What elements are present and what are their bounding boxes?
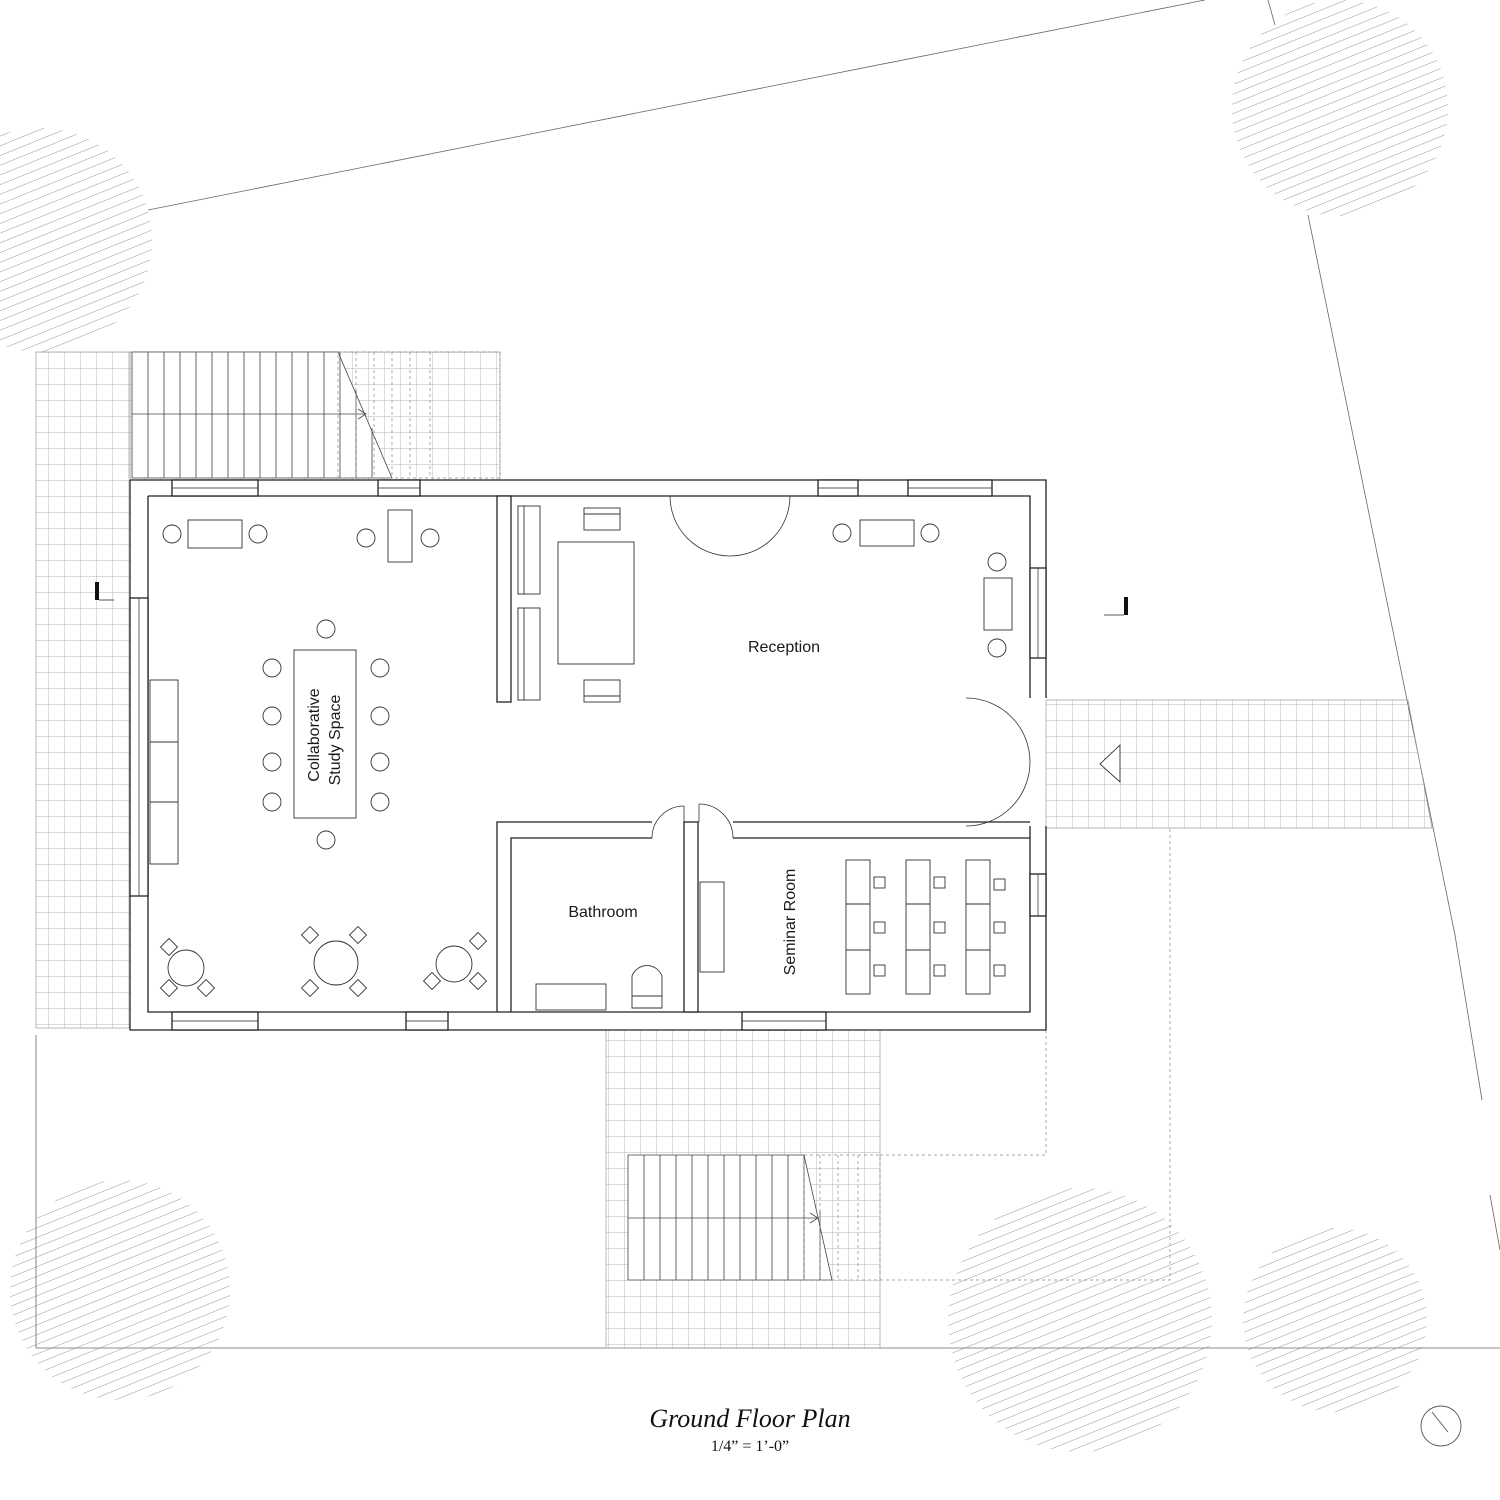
study-table (293, 649, 357, 819)
section-marker-west (95, 582, 114, 601)
building (129, 479, 1047, 1031)
entrance-door-upper (965, 697, 1031, 763)
entrance-door-lower (965, 761, 1031, 827)
south-stair (627, 1154, 833, 1281)
tree-bottom-middle (948, 1188, 1212, 1452)
tree-bottom-right (1243, 1228, 1427, 1412)
east-paving (1045, 699, 1433, 829)
north-stair (131, 351, 393, 479)
bathroom-fixtures (535, 965, 663, 1011)
trees (0, 0, 1448, 1452)
seminar-door (698, 803, 734, 839)
room-label-seminar: Seminar Room (782, 869, 799, 976)
north-arrow-icon (1420, 1405, 1462, 1447)
annotations (95, 582, 1462, 1447)
coffee-table (557, 541, 635, 665)
south-stair-upper (803, 828, 1171, 1281)
entry-arrow-icon (1099, 743, 1121, 784)
room-label-reception: Reception (748, 639, 820, 656)
west-paving (35, 351, 131, 1029)
study-furniture (149, 509, 488, 998)
reception-furniture (517, 505, 1013, 703)
room-label-collaborative-2: Study Space (327, 695, 344, 786)
paving (35, 351, 1433, 1349)
plan-scale: 1/4” = 1’-0” (710, 1438, 790, 1455)
bathroom-door (651, 805, 685, 839)
room-label-collaborative-1: Collaborative (306, 688, 323, 781)
room-label-bathroom: Bathroom (568, 904, 637, 921)
seminar-furniture (699, 859, 1006, 995)
reception-north-door (669, 495, 791, 557)
tree-top-right (1232, 0, 1448, 216)
north-stair-upper (337, 351, 501, 479)
section-marker-east (1104, 597, 1128, 616)
tree-bottom-left (10, 1180, 230, 1400)
plan-title: Ground Floor Plan (649, 1404, 851, 1433)
doors (651, 495, 1031, 839)
tree-top-left (0, 128, 152, 352)
